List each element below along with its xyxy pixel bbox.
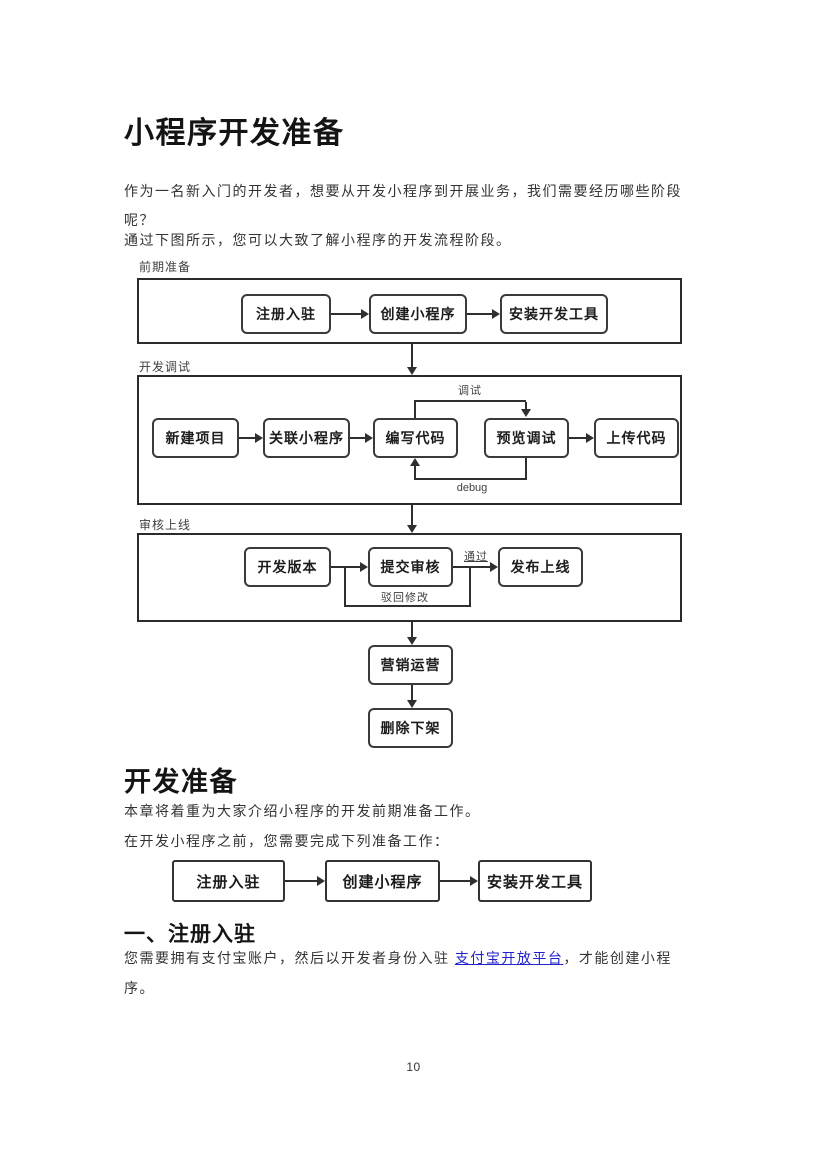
loop-debug-v-line [414, 466, 416, 478]
intro-paragraph: 作为一名新入门的开发者，想要从开发小程序到开展业务，我们需要经历哪些阶段 呢？ [124, 183, 682, 228]
node-install-devtools: 安装开发工具 [500, 294, 608, 334]
arrowhead-right [586, 433, 594, 443]
prep-steps-flowchart: 注册入驻 创建小程序 安装开发工具 [172, 860, 592, 904]
edge-label-pass: 通过 [464, 551, 488, 563]
loop-reject-h-line [344, 605, 471, 607]
arrowhead-down [521, 409, 531, 417]
arrowhead-right [255, 433, 263, 443]
arrowhead-down [407, 367, 417, 375]
dev-process-flowchart: 前期准备 注册入驻 创建小程序 安装开发工具 开发调试 新建项目 关联小程序 编… [137, 258, 682, 750]
arrowhead-right [361, 309, 369, 319]
page-title: 小程序开发准备 [124, 117, 345, 150]
arrowhead-down [407, 637, 417, 645]
stage-label-review-launch: 审核上线 [139, 518, 192, 532]
loop-reject-v-line [344, 567, 346, 607]
node-preview-debug: 预览调试 [484, 418, 569, 458]
arrowhead-right [470, 876, 478, 886]
connector-h-line [350, 437, 365, 439]
stage-label-develop-debug: 开发调试 [139, 360, 192, 374]
node-dev-version: 开发版本 [244, 547, 331, 587]
connector-v-line [411, 685, 413, 700]
connector-h-line [239, 437, 255, 439]
arrowhead-down [407, 700, 417, 708]
loop-debug-h-line [414, 478, 527, 480]
node-submit-review: 提交审核 [368, 547, 453, 587]
node-remove-offline: 删除下架 [368, 708, 453, 748]
arrowhead-up [410, 458, 420, 466]
node-link-miniprogram: 关联小程序 [263, 418, 350, 458]
loop-debug-v-line [525, 402, 527, 409]
dev-prep-paragraph-1: 本章将着重为大家介绍小程序的开发前期准备工作。 [124, 803, 481, 819]
edge-label-debug-en: debug [456, 482, 488, 494]
connector-h-line [285, 880, 317, 882]
connector-h-line [569, 437, 586, 439]
arrowhead-right [490, 562, 498, 572]
node-register: 注册入驻 [241, 294, 331, 334]
node-create-miniprogram: 创建小程序 [369, 294, 467, 334]
section-title-register: 一、注册入驻 [124, 923, 256, 946]
node-write-code: 编写代码 [373, 418, 458, 458]
connector-v-line [411, 622, 413, 637]
node-register: 注册入驻 [172, 860, 285, 902]
edge-label-debug-cn: 调试 [458, 385, 482, 397]
loop-debug-v-line [414, 400, 416, 418]
arrowhead-right [492, 309, 500, 319]
section-title-dev-prep: 开发准备 [124, 767, 238, 797]
arrowhead-right [365, 433, 373, 443]
arrowhead-right [317, 876, 325, 886]
connector-v-line [411, 505, 413, 525]
arrowhead-right [360, 562, 368, 572]
register-text-after: ，才能创建小程 序。 [124, 950, 672, 996]
node-install-devtools: 安装开发工具 [478, 860, 592, 902]
page-number: 10 [406, 1060, 421, 1074]
stage-label-preparation: 前期准备 [139, 260, 192, 274]
connector-h-line [440, 880, 470, 882]
loop-debug-h-line [414, 400, 526, 402]
loop-reject-v-line [469, 567, 471, 607]
connector-h-line [331, 313, 361, 315]
node-publish-online: 发布上线 [498, 547, 583, 587]
connector-v-line [411, 344, 413, 367]
connector-h-line [467, 313, 492, 315]
edge-label-reject: 驳回修改 [381, 592, 429, 604]
loop-debug-v-line [525, 458, 527, 480]
node-upload-code: 上传代码 [594, 418, 679, 458]
node-marketing-operation: 营销运营 [368, 645, 453, 685]
register-text-before: 您需要拥有支付宝账户，然后以开发者身份入驻 [124, 950, 455, 966]
connector-h-line [453, 566, 490, 568]
register-paragraph: 您需要拥有支付宝账户，然后以开发者身份入驻 支付宝开放平台，才能创建小程 序。 [124, 943, 724, 1003]
node-new-project: 新建项目 [152, 418, 239, 458]
node-create-miniprogram: 创建小程序 [325, 860, 440, 902]
alipay-open-platform-link[interactable]: 支付宝开放平台 [454, 950, 564, 966]
arrowhead-down [407, 525, 417, 533]
dev-prep-paragraph-2: 在开发小程序之前，您需要完成下列准备工作： [124, 833, 450, 849]
diagram-lead-paragraph: 通过下图所示，您可以大致了解小程序的开发流程阶段。 [124, 232, 512, 248]
